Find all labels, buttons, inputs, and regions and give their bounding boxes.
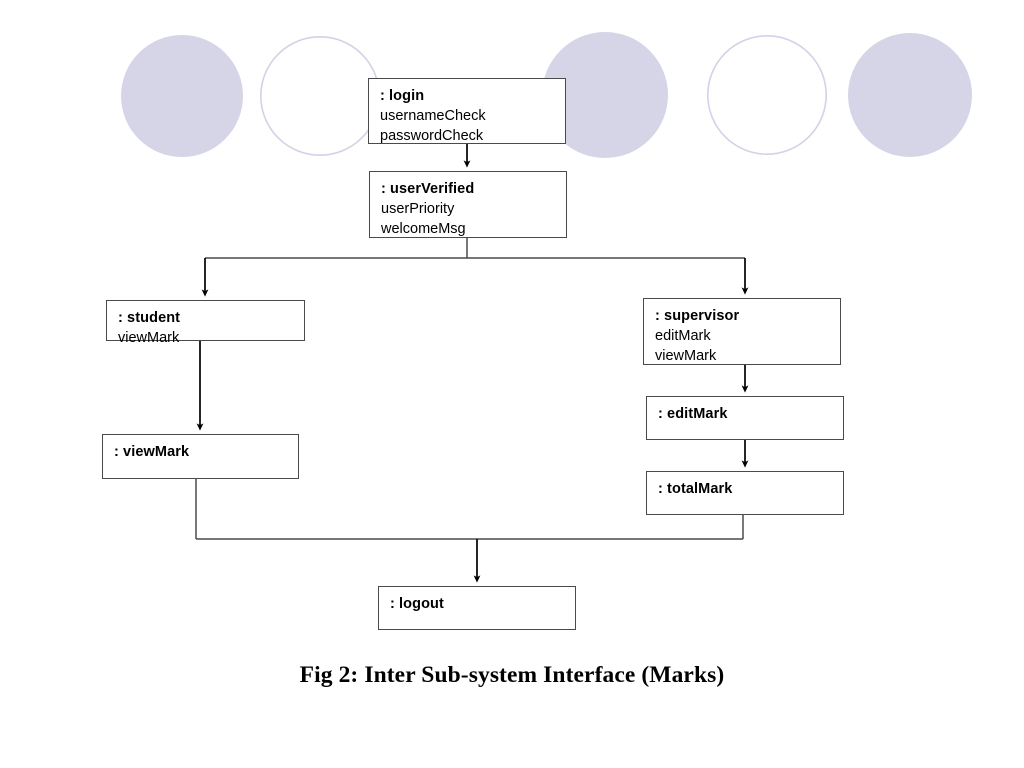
node-userverified-title: : userVerified xyxy=(381,181,475,197)
node-supervisor[interactable]: : supervisor editMark viewMark xyxy=(643,298,841,365)
node-userverified-operation-1: userPriority xyxy=(381,201,455,217)
node-student-operation-1: viewMark xyxy=(118,330,180,346)
figure-caption: Fig 2: Inter Sub-system Interface (Marks… xyxy=(299,662,725,688)
node-userverified[interactable]: : userVerified userPriority welcomeMsg xyxy=(369,171,567,238)
node-totalmark[interactable]: : totalMark xyxy=(646,471,844,515)
node-student-title: : student xyxy=(118,310,181,326)
node-userverified-operation-2: welcomeMsg xyxy=(381,221,466,237)
node-editmark[interactable]: : editMark xyxy=(646,396,844,440)
node-supervisor-operation-1: editMark xyxy=(655,328,711,344)
node-logout[interactable]: : logout xyxy=(378,586,576,630)
node-viewmark-title: : viewMark xyxy=(114,444,190,460)
node-login[interactable]: : login usernameCheck passwordCheck xyxy=(368,78,566,144)
node-login-operation-2: passwordCheck xyxy=(380,128,484,144)
node-editmark-title: : editMark xyxy=(658,406,728,422)
node-login-operation-1: usernameCheck xyxy=(380,108,486,124)
node-viewmark[interactable]: : viewMark xyxy=(102,434,299,479)
node-supervisor-operation-2: viewMark xyxy=(655,348,717,364)
node-supervisor-title: : supervisor xyxy=(655,308,740,324)
node-totalmark-title: : totalMark xyxy=(658,481,733,497)
node-login-title: : login xyxy=(380,88,425,104)
node-logout-title: : logout xyxy=(390,596,444,612)
node-student[interactable]: : student viewMark xyxy=(106,300,305,346)
